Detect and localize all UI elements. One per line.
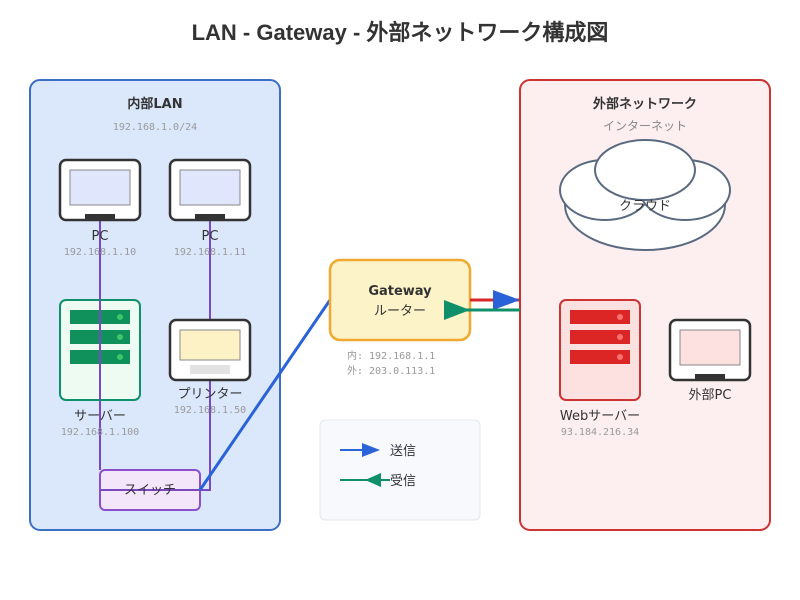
pc2-screen — [179, 169, 241, 206]
gateway-outer-ip: 外: 203.0.113.1 — [347, 365, 435, 377]
webserver-label: Webサーバー — [560, 409, 640, 424]
send-arrow-icon — [493, 290, 520, 310]
cloud-label: クラウド — [619, 199, 671, 214]
lan-subnet: 192.168.1.0/24 — [113, 122, 197, 133]
cloud-node[interactable]: クラウド — [559, 139, 731, 251]
switch-label: スイッチ — [124, 483, 176, 498]
server-led-2 — [117, 334, 123, 340]
printer-label: プリンター — [177, 387, 242, 402]
legend-send-arrow-icon — [362, 443, 380, 457]
pc2-stand — [195, 214, 225, 219]
gateway-node[interactable]: Gateway ルーター 内: 192.168.1.1 外: 203.0.113… — [328, 258, 472, 377]
external-pc-stand — [695, 374, 725, 379]
gateway-subtitle: ルーター — [374, 304, 426, 319]
server-ip: 192.168.1.100 — [61, 427, 139, 438]
switch-node[interactable]: スイッチ — [99, 469, 210, 511]
pc1-screen — [69, 169, 131, 206]
legend-send-label: 送信 — [390, 444, 416, 459]
legend-receive-arrow-icon — [365, 473, 381, 487]
gateway-box — [328, 258, 472, 342]
webserver-rack-3 — [570, 350, 630, 364]
link-switch-gateway — [198, 299, 332, 491]
pc1-label: PC — [92, 229, 109, 244]
legend-receive-label: 受信 — [390, 474, 416, 489]
external-pc-screen — [679, 329, 741, 366]
server-led-3 — [117, 354, 123, 360]
gateway-inner-ip: 内: 192.168.1.1 — [347, 349, 435, 362]
webserver-led-2 — [617, 334, 623, 340]
pc1-ip: 192.168.1.10 — [64, 247, 136, 258]
printer-node[interactable]: プリンター 192.168.1.50 — [168, 318, 252, 416]
printer-ip: 192.168.1.50 — [174, 405, 246, 416]
pc1-node[interactable]: PC 192.168.1.10 — [58, 158, 142, 258]
diagram-title: LAN - Gateway - 外部ネットワーク構成図 — [192, 20, 609, 45]
receive-arrow-icon — [444, 300, 470, 320]
legend: 送信 受信 — [319, 419, 481, 521]
external-subtitle: インターネット — [603, 119, 687, 133]
cloud-top-lobe — [594, 139, 696, 201]
gateway-title: Gateway — [368, 284, 432, 299]
server-led-1 — [117, 314, 123, 320]
server-node[interactable]: サーバー 192.168.1.100 — [59, 299, 141, 438]
external-title: 外部ネットワーク — [592, 96, 697, 112]
gateway-external-links — [444, 290, 520, 320]
server-label: サーバー — [74, 409, 126, 424]
webserver-ip: 93.184.216.34 — [561, 427, 639, 438]
legend-box — [319, 419, 481, 521]
webserver-led-3 — [617, 354, 623, 360]
webserver-node[interactable]: Webサーバー 93.184.216.34 — [559, 299, 641, 438]
printer-panel — [179, 329, 241, 361]
pc1-stand — [85, 214, 115, 219]
pc2-label: PC — [202, 229, 219, 244]
webserver-rack-1 — [570, 310, 630, 324]
pc2-node[interactable]: PC 192.168.1.11 — [168, 158, 252, 258]
external-pc-label: 外部PC — [689, 388, 732, 403]
lan-title: 内部LAN — [127, 96, 182, 112]
webserver-rack-2 — [570, 330, 630, 344]
pc2-ip: 192.168.1.11 — [174, 247, 246, 258]
printer-tray — [190, 365, 230, 374]
webserver-led-1 — [617, 314, 623, 320]
external-pc-node[interactable]: 外部PC — [668, 318, 752, 403]
